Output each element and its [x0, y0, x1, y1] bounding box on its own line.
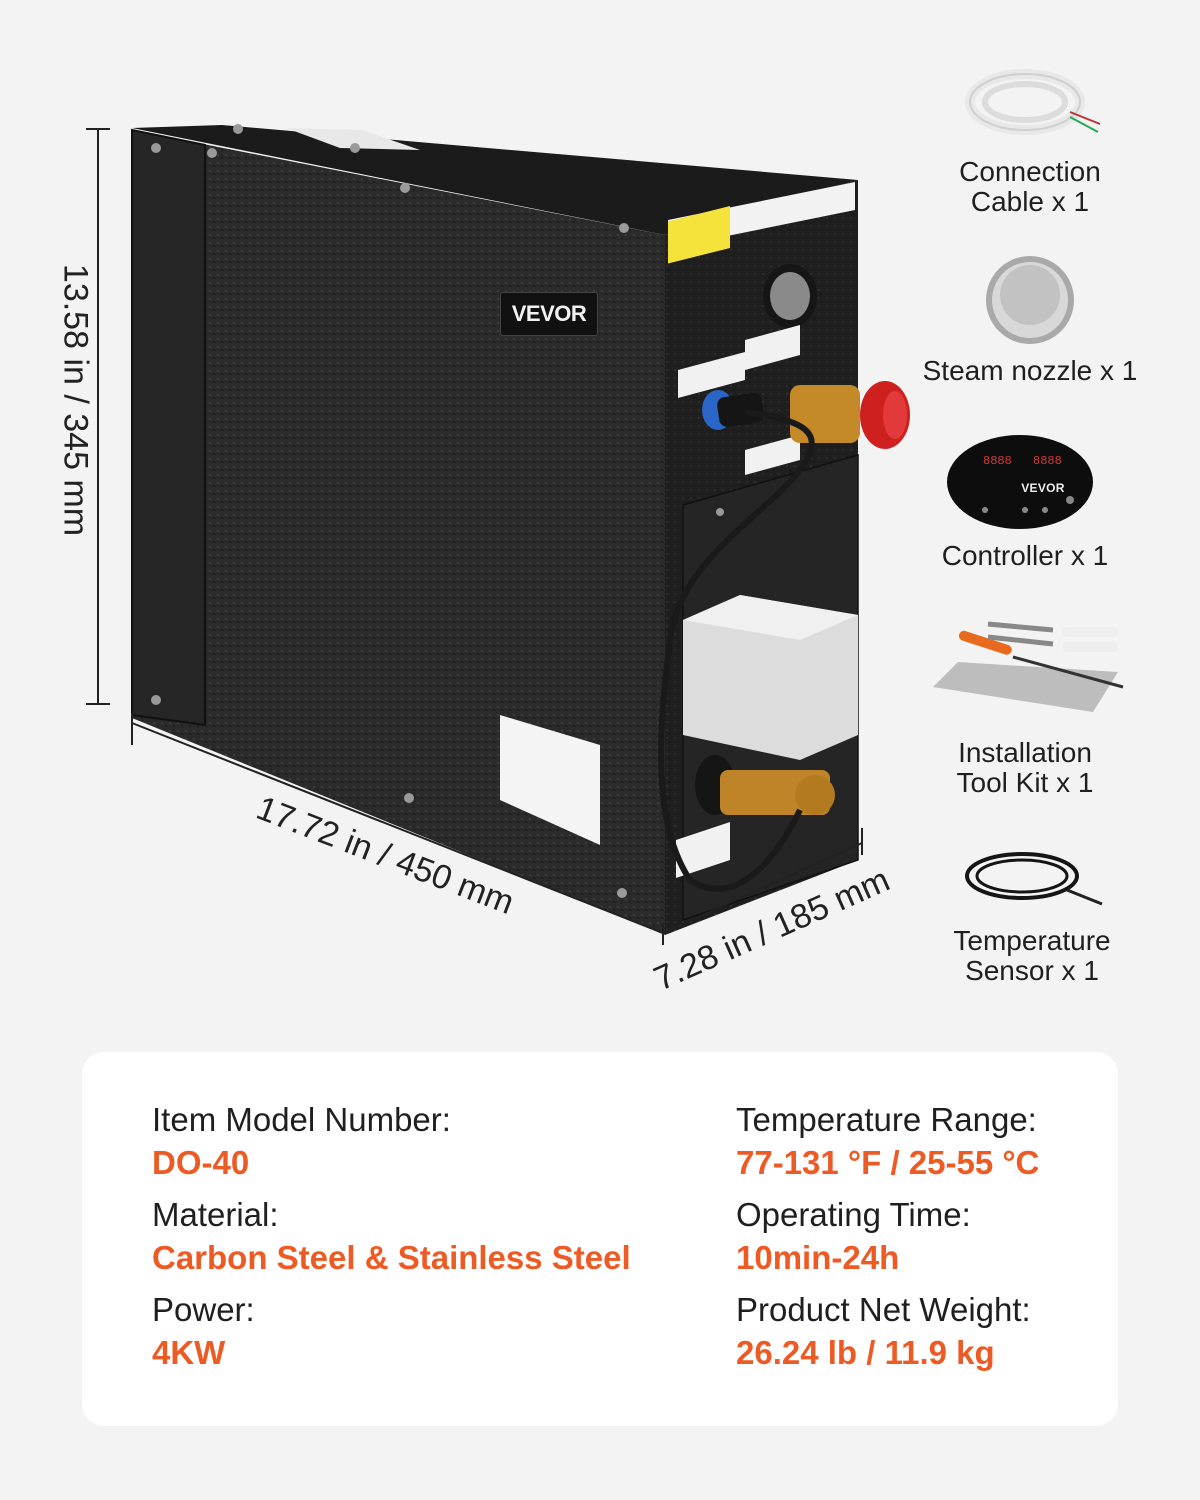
- spec-material-value: Carbon Steel & Stainless Steel: [152, 1239, 631, 1276]
- height-dimension-cap-bottom: [86, 703, 110, 705]
- controller-icon: 8888 8888: [947, 435, 1093, 529]
- spec-material: Material: Carbon Steel & Stainless Steel: [152, 1195, 631, 1281]
- spec-temperature-label: Temperature Range:: [736, 1101, 1037, 1138]
- spec-temperature: Temperature Range: 77-131 °F / 25-55 °C: [736, 1100, 1039, 1186]
- spec-weight-label: Product Net Weight:: [736, 1291, 1031, 1328]
- product-stage: 13.58 in / 345 mm: [57, 69, 1138, 998]
- spec-model: Item Model Number: DO-40: [152, 1100, 451, 1186]
- height-dimension-line: [97, 128, 99, 705]
- spec-temperature-value: 77-131 °F / 25-55 °C: [736, 1144, 1040, 1181]
- spec-operating-time-label: Operating Time:: [736, 1196, 971, 1233]
- height-dimension-cap-top: [86, 128, 110, 130]
- spec-card: Item Model Number: DO-40 Material: Carbo…: [82, 1052, 1118, 1426]
- accessory-label-controller: Controller x 1: [941, 540, 1109, 571]
- cable-coil-icon: [965, 69, 1101, 135]
- spec-power-label: Power:: [152, 1291, 255, 1328]
- spec-model-value: DO-40: [152, 1144, 250, 1181]
- steam-nozzle-icon: [986, 256, 1074, 344]
- svg-text:8888: 8888: [1033, 454, 1062, 468]
- accessory-label-steam-nozzle: Steam nozzle x 1: [922, 355, 1138, 386]
- spec-operating-time-value: 10min-24h: [736, 1239, 900, 1276]
- svg-text:8888: 8888: [983, 454, 1012, 468]
- unit-brand-logo: VEVOR: [500, 292, 598, 336]
- temperature-sensor-icon: [965, 852, 1103, 906]
- spec-weight: Product Net Weight: 26.24 lb / 11.9 kg: [736, 1290, 1031, 1376]
- tool-kit-icon: [933, 621, 1124, 712]
- spec-operating-time: Operating Time: 10min-24h: [736, 1195, 971, 1281]
- spec-weight-value: 26.24 lb / 11.9 kg: [736, 1334, 995, 1371]
- spec-material-label: Material:: [152, 1196, 279, 1233]
- spec-model-label: Item Model Number:: [152, 1101, 451, 1138]
- controller-brand: VEVOR: [1021, 481, 1065, 495]
- steam-generator-illustration: [131, 124, 910, 945]
- spec-power: Power: 4KW: [152, 1290, 255, 1376]
- spec-power-value: 4KW: [152, 1334, 226, 1371]
